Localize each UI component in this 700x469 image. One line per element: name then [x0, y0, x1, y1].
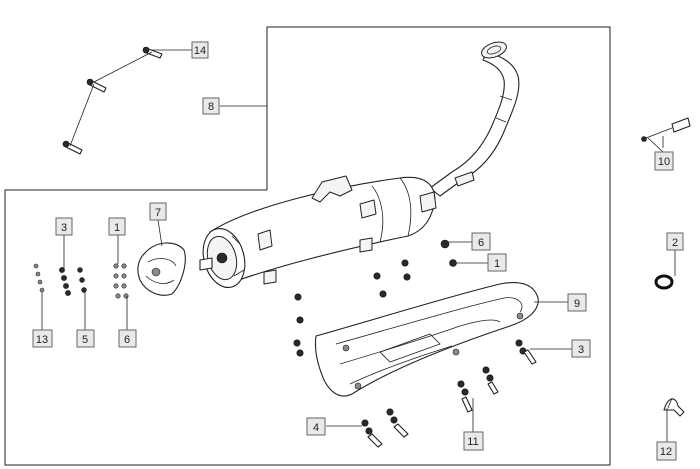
callout-1-left: 1 [108, 217, 126, 236]
svg-text:12: 12 [660, 446, 672, 458]
svg-text:3: 3 [61, 222, 67, 234]
clip-12 [663, 397, 685, 417]
svg-text:1: 1 [114, 222, 120, 234]
end-cap-cover [137, 242, 186, 296]
svg-text:4: 4 [313, 422, 319, 434]
callout-14: 14 [191, 41, 209, 59]
leader-lines [41, 49, 676, 442]
svg-text:10: 10 [658, 156, 670, 168]
svg-text:11: 11 [467, 436, 478, 448]
svg-text:7: 7 [155, 207, 161, 219]
callout-6-right: 6 [471, 232, 491, 251]
exhaust-header-pipe [429, 41, 520, 197]
callout-9: 9 [567, 293, 587, 312]
callout-3-left: 3 [55, 217, 73, 236]
callout-8: 8 [202, 97, 220, 115]
svg-text:2: 2 [672, 237, 678, 249]
bolts-14 [62, 46, 163, 155]
callout-13: 13 [32, 329, 53, 348]
svg-text:14: 14 [194, 45, 206, 57]
callout-1-right: 1 [487, 253, 507, 272]
svg-text:9: 9 [574, 298, 580, 310]
callout-5: 5 [76, 329, 95, 348]
svg-text:8: 8 [208, 101, 214, 113]
svg-text:6: 6 [124, 334, 130, 346]
callout-4: 4 [306, 417, 326, 436]
sensor-10 [641, 117, 691, 142]
svg-text:13: 13 [36, 334, 48, 346]
callout-3-right: 3 [571, 339, 591, 358]
svg-text:3: 3 [578, 344, 584, 356]
hardware-group [33, 239, 537, 448]
heat-shield [314, 281, 539, 397]
callout-11: 11 [463, 431, 484, 451]
assembly-frame [4, 26, 611, 466]
muffler-body [199, 175, 437, 288]
svg-text:1: 1 [494, 258, 500, 270]
svg-text:5: 5 [82, 334, 88, 346]
nut-1 [449, 259, 457, 267]
nut-6 [440, 239, 450, 249]
callout-10: 10 [654, 151, 674, 171]
gasket-2 [654, 274, 674, 290]
callout-12: 12 [656, 441, 677, 461]
callout-7: 7 [149, 202, 167, 221]
callout-6-left: 6 [118, 329, 137, 348]
svg-text:6: 6 [478, 237, 484, 249]
callout-2: 2 [666, 232, 684, 251]
